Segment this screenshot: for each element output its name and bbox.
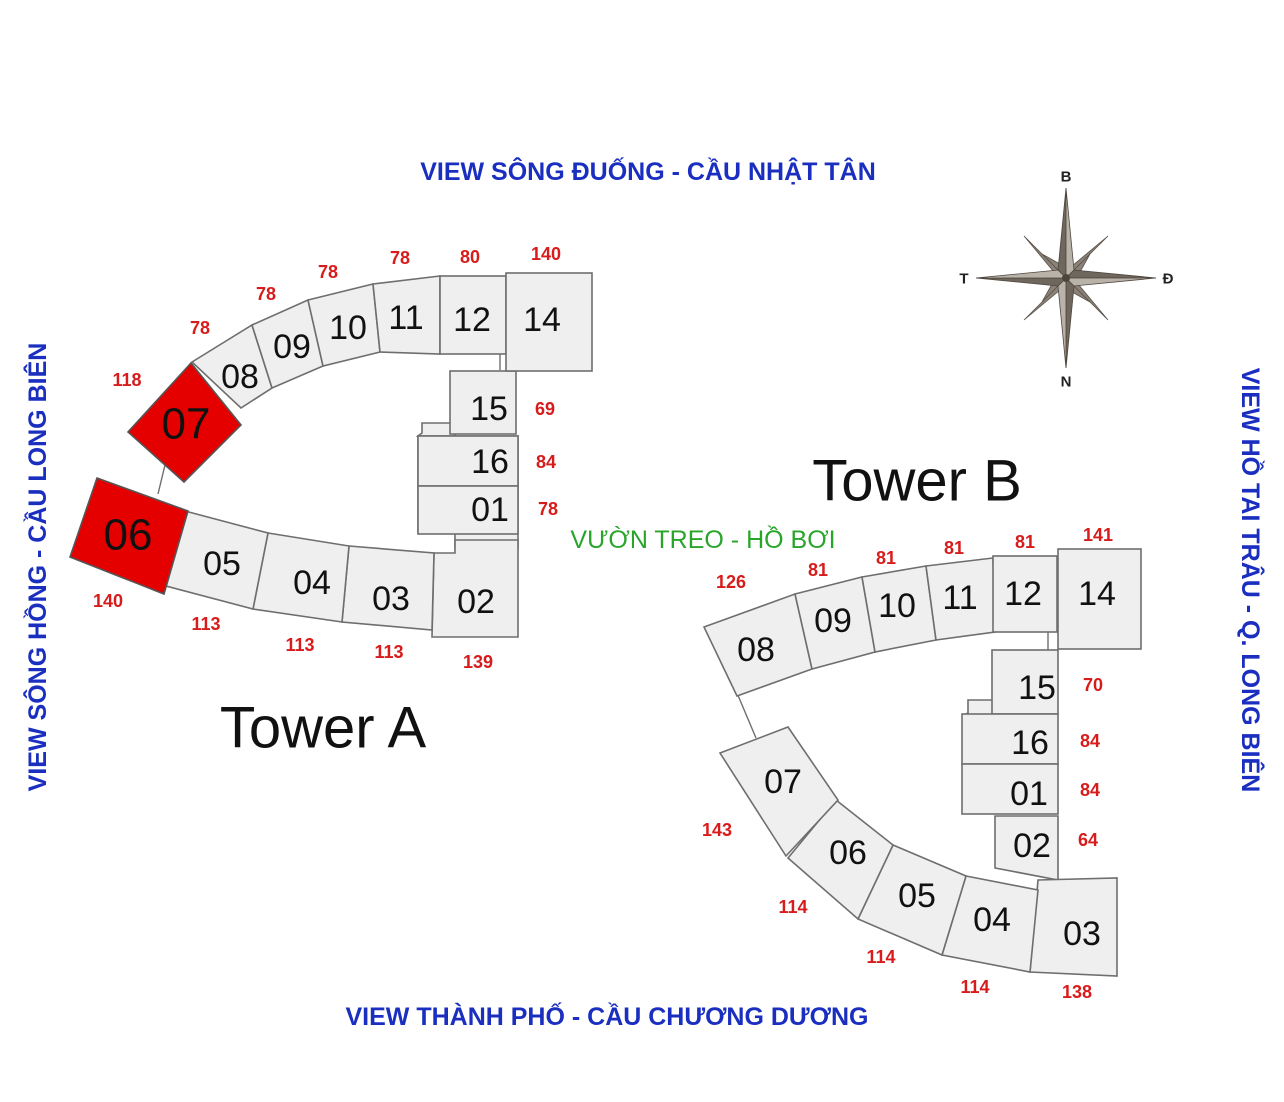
tower-b-unit-02-number: 02 xyxy=(1013,827,1051,865)
tower-a-plan: Tower A 15 69 16 84 01 78 02 139 03 113 … xyxy=(68,244,593,761)
tower-a-unit-11-number: 11 xyxy=(388,299,423,337)
tower-a-unit-05-number: 05 xyxy=(203,545,241,583)
compass-east-label: Đ xyxy=(1163,271,1174,288)
tower-b-unit-15[interactable] xyxy=(991,649,1059,715)
tower-b-unit-01[interactable] xyxy=(961,763,1059,815)
tower-a-unit-15[interactable] xyxy=(449,370,517,435)
tower-b-unit-05-number: 05 xyxy=(898,877,936,915)
view-east-label: VIEW HỒ TAI TRÂU - Q. LONG BIÊN xyxy=(1236,368,1266,793)
tower-b-unit-16[interactable] xyxy=(961,713,1059,765)
tower-a-unit-14-number: 14 xyxy=(523,301,561,339)
tower-b-unit-04-area: 114 xyxy=(960,977,989,997)
tower-a-unit-15-area: 69 xyxy=(535,399,555,419)
tower-a-unit-06[interactable] xyxy=(68,476,189,596)
tower-a-unit-12-area: 80 xyxy=(460,247,480,267)
tower-b-unit-06[interactable] xyxy=(786,798,894,921)
tower-a-unit-03-area: 113 xyxy=(374,642,403,662)
tower-a-unit-12-number: 12 xyxy=(453,301,491,339)
tower-b-unit-15-number: 15 xyxy=(1018,669,1056,707)
tower-a-unit-05-area: 113 xyxy=(191,614,220,634)
tower-a-unit-09-area: 78 xyxy=(256,284,276,304)
tower-b-unit-14[interactable] xyxy=(1057,548,1142,650)
tower-b-unit-07-number: 07 xyxy=(764,763,802,801)
tower-a-unit-06-number: 06 xyxy=(104,511,153,560)
tower-b-unit-02-area: 64 xyxy=(1078,830,1098,850)
tower-a-unit-02-number: 02 xyxy=(457,583,495,621)
tower-a-unit-03-number: 03 xyxy=(372,580,410,618)
compass-north-label: B xyxy=(1061,169,1072,186)
tower-a-unit-08-number: 08 xyxy=(221,358,259,396)
tower-b-plan: Tower B 15 70 16 84 01 84 02 64 03 138 0… xyxy=(702,449,1142,1002)
compass-west-label: T xyxy=(959,271,968,288)
compass-south-label: N xyxy=(1061,374,1072,391)
tower-a-unit-16-number: 16 xyxy=(471,443,509,481)
tower-b-unit-12-number: 12 xyxy=(1004,575,1042,613)
view-west-label: VIEW SÔNG HỒNG - CẦU LONG BIÊN xyxy=(22,343,52,792)
tower-b-unit-04-number: 04 xyxy=(973,901,1011,939)
tower-a-unit-01-number: 01 xyxy=(471,491,509,529)
tower-b-unit-09-number: 09 xyxy=(814,602,852,640)
tower-b-unit-01-area: 84 xyxy=(1080,780,1100,800)
tower-b-unit-12-area: 81 xyxy=(1015,532,1035,552)
view-north-label: VIEW SÔNG ĐUỐNG - CẦU NHẬT TÂN xyxy=(420,156,876,186)
tower-b-unit-08-area: 126 xyxy=(716,572,746,592)
tower-b-unit-14-number: 14 xyxy=(1078,575,1116,613)
tower-b-unit-10-number: 10 xyxy=(878,587,916,625)
tower-b-unit-16-area: 84 xyxy=(1080,731,1100,751)
tower-a-unit-15-number: 15 xyxy=(470,390,508,428)
tower-a-unit-16[interactable] xyxy=(417,435,519,487)
tower-a-unit-12[interactable] xyxy=(439,275,507,355)
tower-b-unit-07[interactable] xyxy=(718,726,840,858)
tower-a-unit-11-area: 78 xyxy=(390,248,410,268)
tower-b-unit-03-number: 03 xyxy=(1063,915,1101,953)
compass-rose-icon xyxy=(975,187,1157,369)
view-south-label: VIEW THÀNH PHỐ - CẦU CHƯƠNG DƯƠNG xyxy=(345,1001,868,1031)
tower-b-unit-14-area: 141 xyxy=(1083,525,1113,545)
tower-b-unit-05-area: 114 xyxy=(866,947,895,967)
tower-a-unit-10-number: 10 xyxy=(329,309,367,347)
tower-b-unit-15-area: 70 xyxy=(1083,675,1103,695)
tower-b-unit-11-number: 11 xyxy=(942,579,977,617)
tower-b-unit-16-number: 16 xyxy=(1011,724,1049,762)
tower-b-unit-06-number: 06 xyxy=(829,834,867,872)
tower-b-unit-01-number: 01 xyxy=(1010,775,1048,813)
tower-a-unit-04-number: 04 xyxy=(293,564,331,602)
tower-a-unit-14-area: 140 xyxy=(531,244,561,264)
tower-a-unit-14[interactable] xyxy=(505,272,593,372)
tower-a-unit-01[interactable] xyxy=(417,485,519,535)
tower-a-unit-07[interactable] xyxy=(126,361,243,484)
tower-b-unit-12[interactable] xyxy=(992,555,1058,633)
tower-b-unit-03-area: 138 xyxy=(1062,982,1092,1002)
center-label: VƯỜN TREO - HỒ BƠI xyxy=(570,524,835,554)
tower-a-unit-02[interactable] xyxy=(431,539,519,638)
tower-a-unit-10-area: 78 xyxy=(318,262,338,282)
tower-a-unit-09-number: 09 xyxy=(273,328,311,366)
tower-b-unit-07-area: 143 xyxy=(702,820,732,840)
tower-b-unit-09-area: 81 xyxy=(808,560,828,580)
tower-a-unit-04-area: 113 xyxy=(285,635,314,655)
tower-a-title: Tower A xyxy=(220,696,427,761)
tower-a-unit-06-area: 140 xyxy=(93,591,123,611)
tower-b-title: Tower B xyxy=(812,449,1022,514)
tower-a-unit-08-area: 78 xyxy=(190,318,210,338)
tower-a-unit-07-number: 07 xyxy=(162,400,211,449)
tower-a-unit-02-area: 139 xyxy=(463,652,493,672)
tower-a-unit-16-area: 84 xyxy=(536,452,556,472)
tower-b-unit-11-area: 81 xyxy=(944,538,964,558)
tower-b-unit-08-number: 08 xyxy=(737,631,775,669)
tower-b-unit-06-area: 114 xyxy=(778,897,807,917)
tower-b-unit-10-area: 81 xyxy=(876,548,896,568)
tower-a-unit-01-area: 78 xyxy=(538,499,558,519)
tower-a-unit-07-area: 118 xyxy=(112,370,141,390)
